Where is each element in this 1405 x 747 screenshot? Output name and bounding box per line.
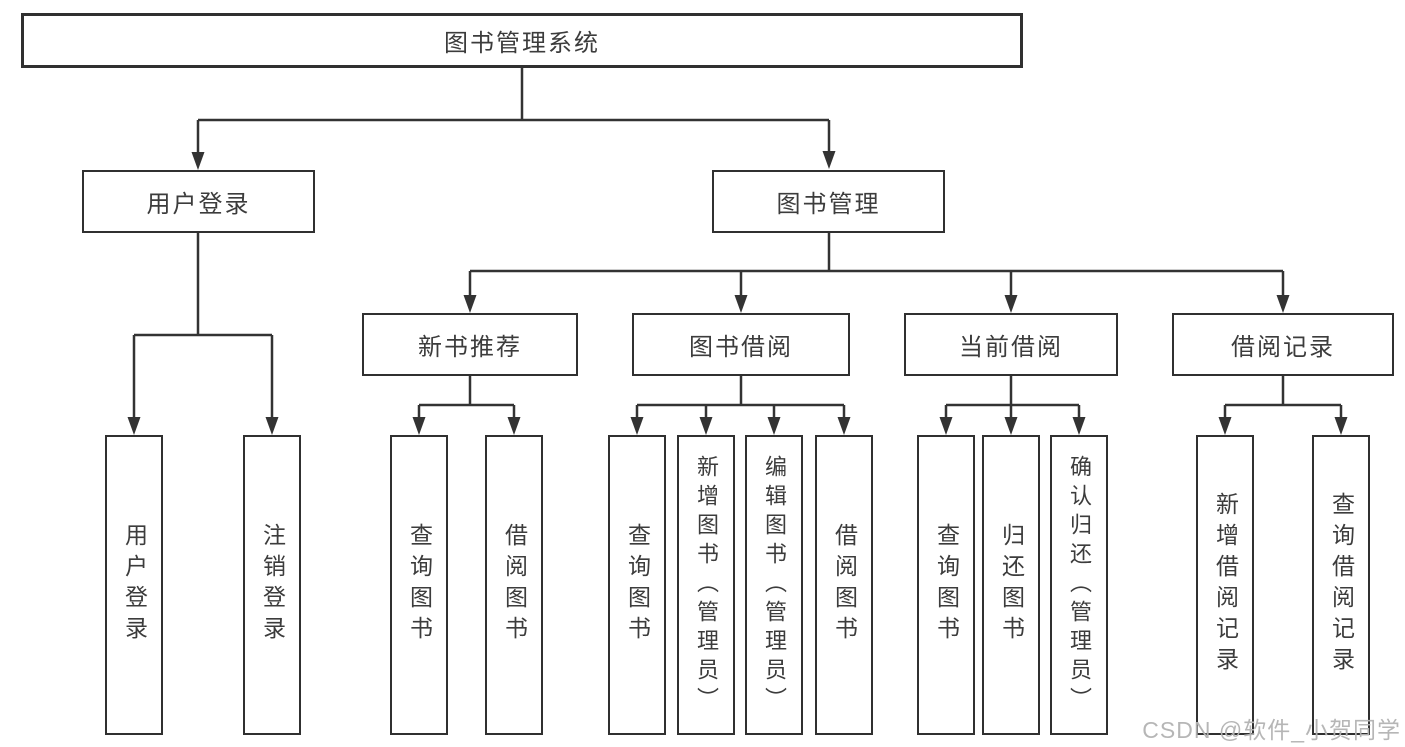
leaf-records-query-record-label: 查询借阅记录 <box>1328 492 1355 678</box>
node-book-management: 图书管理 <box>712 170 945 233</box>
arrowhead-icons <box>127 151 1348 435</box>
node-user-login-branch: 用户登录 <box>82 170 315 233</box>
leaf-current-query-books: 查询图书 <box>917 435 975 735</box>
leaf-borrow-query-books: 查询图书 <box>608 435 666 735</box>
leaf-current-query-books-label: 查询图书 <box>933 523 960 647</box>
leaf-borrow-borrow-books-label: 借阅图书 <box>831 523 858 647</box>
node-root: 图书管理系统 <box>21 13 1023 68</box>
leaf-current-confirm-return-admin: 确认归还（管理员） <box>1050 435 1108 735</box>
leaf-borrow-add-books-admin: 新增图书（管理员） <box>677 435 735 735</box>
leaf-recommend-query-books: 查询图书 <box>390 435 448 735</box>
leaf-borrow-borrow-books: 借阅图书 <box>815 435 873 735</box>
leaf-logout-label: 注销登录 <box>259 523 286 647</box>
leaf-borrow-edit-books-admin-label: 编辑图书（管理员） <box>762 454 787 716</box>
leaf-records-query-record: 查询借阅记录 <box>1312 435 1370 735</box>
leaf-user-login: 用户登录 <box>105 435 163 735</box>
leaf-logout: 注销登录 <box>243 435 301 735</box>
leaf-records-add-record-label: 新增借阅记录 <box>1212 492 1239 678</box>
leaf-current-return-books-label: 归还图书 <box>998 523 1025 647</box>
leaf-borrow-edit-books-admin: 编辑图书（管理员） <box>745 435 803 735</box>
leaf-recommend-query-books-label: 查询图书 <box>406 523 433 647</box>
leaf-current-return-books: 归还图书 <box>982 435 1040 735</box>
node-book-borrow: 图书借阅 <box>632 313 850 376</box>
leaf-current-confirm-return-admin-label: 确认归还（管理员） <box>1067 454 1092 716</box>
leaf-recommend-borrow-books-label: 借阅图书 <box>501 523 528 647</box>
node-new-book-recommend: 新书推荐 <box>362 313 578 376</box>
leaf-borrow-add-books-admin-label: 新增图书（管理员） <box>694 454 719 716</box>
leaf-borrow-query-books-label: 查询图书 <box>624 523 651 647</box>
leaf-records-add-record: 新增借阅记录 <box>1196 435 1254 735</box>
node-borrow-records: 借阅记录 <box>1172 313 1394 376</box>
leaf-user-login-label: 用户登录 <box>121 523 148 647</box>
leaf-recommend-borrow-books: 借阅图书 <box>485 435 543 735</box>
node-current-borrow: 当前借阅 <box>904 313 1118 376</box>
